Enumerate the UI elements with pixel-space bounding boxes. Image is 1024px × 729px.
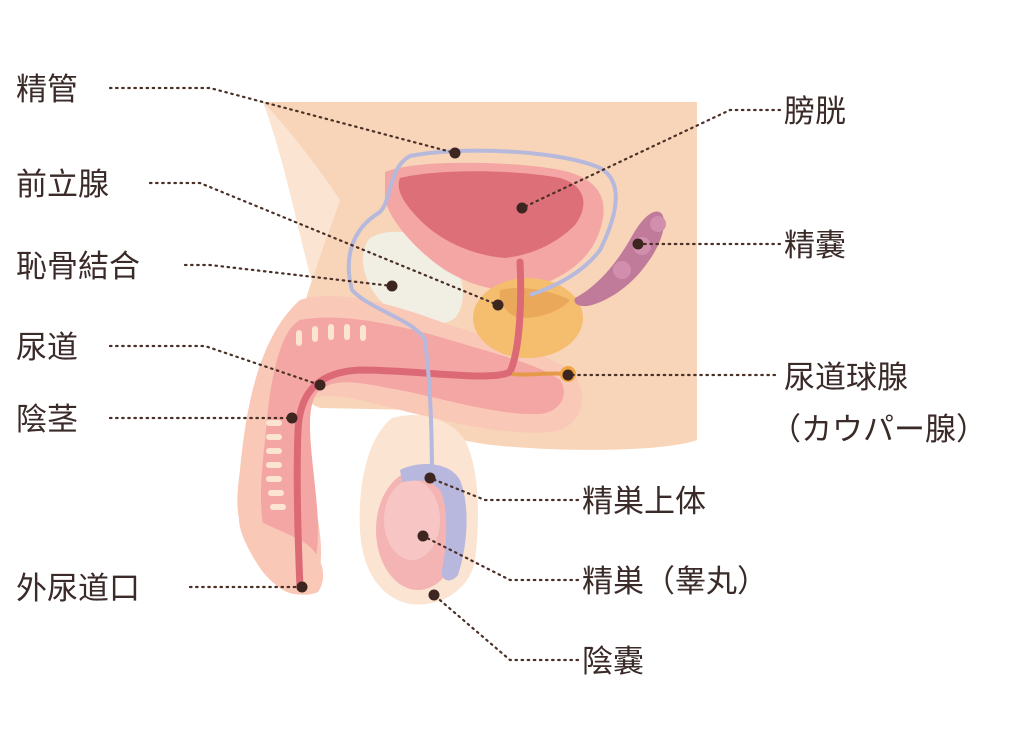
leader-lines [108,86,782,662]
body-fold [263,102,340,282]
penis-inner [260,317,564,586]
leader-epididymis [428,476,580,502]
label-external-urethral-orifice: 外尿道口 [16,571,140,607]
dot-bladder [516,202,528,214]
seminal-vesicle-lobe-3 [613,261,631,279]
dot-vas-deferens [449,147,461,159]
label-urethra: 尿道 [16,330,78,366]
bladder-inner [398,171,584,258]
leader-dots [286,147,644,601]
shaft-ridges [266,324,366,510]
leader-testis [421,534,580,582]
leader-prostate [148,181,500,307]
label-pubic-symphysis: 恥骨結合 [16,249,140,285]
bulbourethral-duct [511,371,566,377]
dot-prostate [492,299,504,311]
label-seminal-vesicle: 精嚢 [784,228,846,264]
vas-deferens-path [346,148,618,479]
seminal-vesicle-lobe-1 [650,216,666,232]
dot-external-urethral-orifice [296,581,308,593]
seminal-vesicle-shape [574,211,665,307]
leader-urethra [108,344,322,387]
label-scrotum: 陰嚢 [582,644,644,680]
leader-pubic-symphysis [183,263,394,288]
leader-bladder [520,108,782,210]
label-epididymis: 精巣上体 [582,484,706,520]
label-prostate: 前立腺 [16,167,109,203]
dot-bulbourethral-gland [562,369,574,381]
testis-highlight [384,480,440,560]
label-bulbourethral-gland-line1: 尿道球腺 [784,360,908,396]
dot-pubic-symphysis [386,280,398,292]
label-bladder: 膀胱 [784,94,846,130]
leader-scrotum [432,593,580,662]
urethra-path [293,258,525,592]
dot-seminal-vesicle [632,238,644,250]
leader-vas-deferens [108,86,457,155]
dot-testis [417,530,429,542]
dot-penis [286,412,298,424]
dot-scrotum [428,589,440,601]
label-penis: 陰茎 [16,402,78,438]
dot-epididymis [424,472,436,484]
label-testis: 精巣（睾丸） [582,564,768,600]
dot-urethra [314,379,326,391]
label-bulbourethral-gland-line2: （カウパー腺） [770,412,987,448]
label-vas-deferens: 精管 [16,72,78,108]
epididymis-shape [400,464,467,581]
anatomy-illustration [237,102,697,605]
labels: 精管 前立腺 恥骨結合 尿道 陰茎 外尿道口 膀胱 精嚢 尿道球腺 （カウパー腺… [16,72,987,680]
